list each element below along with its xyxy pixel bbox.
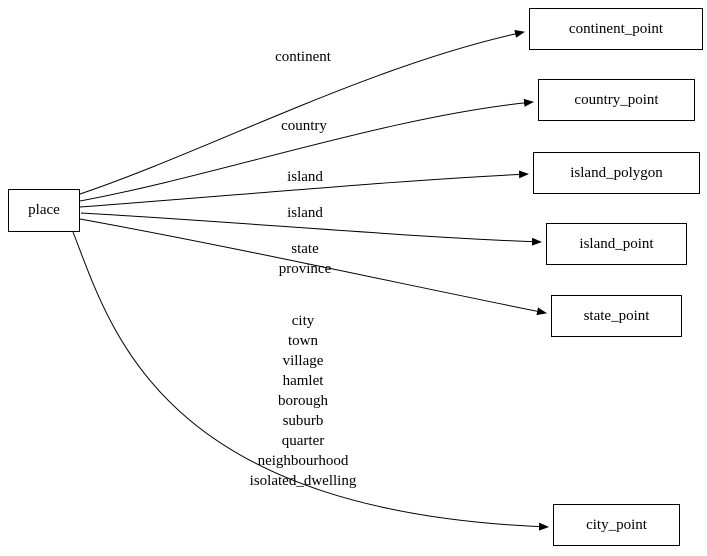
node-island-point: island_point (546, 223, 687, 265)
edge-label-continent: continent (275, 49, 331, 65)
node-country-point-label: country_point (574, 91, 659, 108)
edge-label-city-types: city town village hamlet borough suburb … (249, 313, 357, 489)
node-city-point: city_point (553, 504, 680, 546)
edge-place-island_point (80, 212, 542, 246)
node-island-polygon-label: island_polygon (570, 164, 663, 181)
node-country-point: country_point (538, 79, 695, 121)
edge-place-island_polygon (79, 170, 529, 208)
node-island-point-label: island_point (579, 235, 654, 252)
edge-label-island-point: island (287, 205, 323, 221)
node-city-point-label: city_point (586, 516, 647, 533)
edge-place-continent_point (79, 29, 525, 195)
edge-place-country_point (79, 98, 534, 202)
node-place: place (8, 189, 80, 232)
node-island-polygon: island_polygon (533, 152, 700, 194)
edge-place-city_point (72, 231, 549, 531)
edge-label-country: country (281, 118, 327, 134)
node-continent-point: continent_point (529, 8, 703, 50)
node-continent-point-label: continent_point (568, 20, 664, 37)
edge-place-state_point (79, 218, 547, 316)
node-state-point-label: state_point (583, 307, 650, 324)
node-state-point: state_point (551, 295, 682, 337)
edge-label-state-province: state province (278, 241, 332, 277)
edge-label-island-polygon: island (287, 169, 323, 185)
node-place-label: place (28, 202, 60, 218)
